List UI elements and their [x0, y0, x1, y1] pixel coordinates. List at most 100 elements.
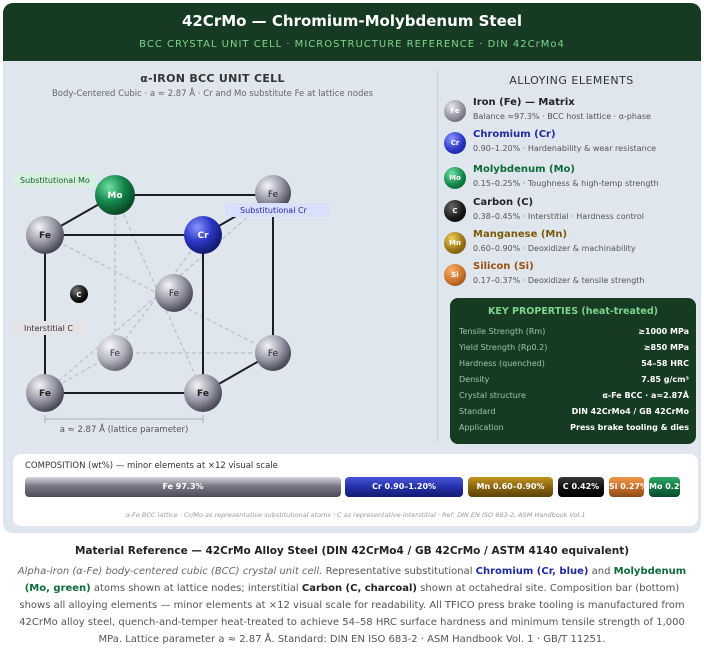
cr-atom-icon: Cr: [444, 132, 466, 154]
main-card: 42CrMo — Chromium-Molybdenum Steel BCC C…: [3, 3, 701, 533]
reference-molybdenum: Molybdenum (Mo, green): [24, 566, 687, 594]
label-interstitial-c: Interstitial C: [13, 321, 87, 335]
atom-fe-body-center: Fe: [155, 274, 193, 312]
property-value: DIN 42CrMo4 / GB 42CrMo: [571, 407, 689, 416]
atom-fe-front-bottom-right: Fe: [184, 374, 222, 412]
atom-mo: Mo: [95, 175, 135, 215]
reference-carbon: Carbon (C, charcoal): [301, 583, 417, 594]
reference-text: atoms shown at lattice nodes; interstiti…: [90, 583, 302, 594]
property-label: Yield Strength (Rp0.2): [459, 343, 548, 352]
composition-segment-mn: Mn 0.60–0.90%: [468, 477, 553, 497]
property-label: Density: [459, 375, 490, 384]
element-name: Molybdenum (Mo): [473, 164, 575, 175]
composition-segment-c: C 0.42%: [558, 477, 604, 497]
composition-panel: COMPOSITION (wt%) — minor elements at ×1…: [13, 454, 698, 526]
property-label: Application: [459, 423, 504, 432]
label-substitutional-mo: Substitutional Mo: [15, 173, 95, 187]
property-value: Press brake tooling & dies: [570, 423, 689, 432]
c-atom-icon: C: [444, 200, 466, 222]
svg-text:Mo: Mo: [107, 191, 122, 201]
property-row: Yield Strength (Rp0.2) ≥850 MPa: [459, 341, 689, 357]
property-label: Crystal structure: [459, 391, 526, 400]
element-desc: 0.15–0.25% · Toughness & high-temp stren…: [473, 179, 659, 188]
svg-text:Fe: Fe: [169, 289, 180, 299]
mn-atom-icon: Mn: [444, 232, 466, 254]
svg-text:Cr: Cr: [197, 231, 209, 241]
reference-text: shown at octahedral site. Composition ba…: [19, 583, 685, 645]
element-fe: Fe Iron (Fe) — Matrix Balance ≈97.3% · B…: [444, 96, 699, 126]
svg-text:Fe: Fe: [110, 349, 121, 359]
element-si: Si Silicon (Si) 0.17–0.37% · Deoxidizer …: [444, 260, 699, 290]
svg-text:Fe: Fe: [39, 389, 51, 399]
reference-chromium: Chromium (Cr, blue): [475, 566, 589, 577]
element-cr: Cr Chromium (Cr) 0.90–1.20% · Hardenabil…: [444, 128, 699, 158]
element-name: Silicon (Si): [473, 261, 534, 272]
property-value: α-Fe BCC · a≈2.87Å: [602, 391, 689, 400]
element-desc: 0.17–0.37% · Deoxidizer & tensile streng…: [473, 276, 645, 285]
reference-intro: Alpha-iron (α-Fe) body-centered cubic (B…: [17, 566, 323, 577]
property-row: Density 7.85 g/cm³: [459, 373, 689, 389]
label-substitutional-cr: Substitutional Cr: [225, 203, 330, 217]
composition-segment-cr: Cr 0.90–1.20%: [345, 477, 463, 497]
composition-segment-si: Si 0.27%: [609, 477, 644, 497]
element-desc: 0.90–1.20% · Hardenability & wear resist…: [473, 144, 657, 153]
property-row: Standard DIN 42CrMo4 / GB 42CrMo: [459, 405, 689, 421]
property-label: Tensile Strength (Rm): [459, 327, 546, 336]
composition-segment-mo: Mo 0.2%: [649, 477, 680, 497]
panel-divider: [437, 70, 438, 442]
diagram-title: α-IRON BCC UNIT CELL: [140, 72, 285, 85]
key-properties-title: KEY PROPERTIES (heat-treated): [487, 306, 659, 317]
svg-text:Interstitial C: Interstitial C: [24, 324, 73, 333]
svg-text:Substitutional Mo: Substitutional Mo: [20, 176, 90, 185]
svg-text:Fe: Fe: [197, 389, 209, 399]
si-atom-icon: Si: [444, 264, 466, 286]
svg-text:Fe: Fe: [268, 349, 279, 359]
property-value: ≥850 MPa: [643, 343, 689, 352]
atom-fe-back-right-top: Fe: [255, 175, 291, 211]
element-mo: Mo Molybdenum (Mo) 0.15–0.25% · Toughnes…: [444, 163, 699, 193]
element-desc: Balance ≈97.3% · BCC host lattice · α-ph…: [473, 112, 651, 121]
composition-title: COMPOSITION (wt%) — minor elements at ×1…: [25, 461, 278, 471]
svg-text:Fe: Fe: [268, 190, 279, 200]
property-value: 54–58 HRC: [641, 359, 689, 368]
property-value: ≥1000 MPa: [638, 327, 689, 336]
svg-text:Fe: Fe: [39, 231, 51, 241]
mo-atom-icon: Mo: [444, 167, 466, 189]
atom-fe-front-top-left: Fe: [26, 216, 64, 254]
svg-text:C: C: [76, 291, 81, 299]
key-properties-panel: KEY PROPERTIES (heat-treated) Tensile St…: [450, 298, 696, 444]
composition-note: α-Fe BCC lattice · Cr/Mo as representati…: [125, 511, 586, 519]
property-label: Hardness (quenched): [459, 359, 545, 368]
element-name: Manganese (Mn): [473, 229, 568, 240]
property-row: Tensile Strength (Rm) ≥1000 MPa: [459, 325, 689, 341]
element-desc: 0.38–0.45% · Interstitial · Hardness con…: [473, 212, 645, 221]
element-c: C Carbon (C) 0.38–0.45% · Interstitial ·…: [444, 196, 699, 226]
page-title: 42CrMo — Chromium-Molybdenum Steel: [181, 12, 523, 30]
atom-c-interstitial: C: [70, 285, 88, 303]
element-name: Carbon (C): [473, 197, 534, 208]
reference-title: Material Reference — 42CrMo Alloy Steel …: [74, 545, 630, 557]
property-row: Hardness (quenched) 54–58 HRC: [459, 357, 689, 373]
alloying-elements-title: ALLOYING ELEMENTS: [509, 74, 634, 87]
atom-fe-back-bottom: Fe: [97, 335, 133, 371]
element-desc: 0.60–0.90% · Deoxidizer & machinability: [473, 244, 636, 253]
property-value: 7.85 g/cm³: [641, 375, 689, 384]
atom-fe-back-right-bottom: Fe: [255, 335, 291, 371]
property-row: Crystal structure α-Fe BCC · a≈2.87Å: [459, 389, 689, 405]
element-mn: Mn Manganese (Mn) 0.60–0.90% · Deoxidize…: [444, 228, 699, 258]
fe-atom-icon: Fe: [444, 100, 466, 122]
property-row: Application Press brake tooling & dies: [459, 421, 689, 437]
svg-text:Substitutional Cr: Substitutional Cr: [240, 206, 308, 215]
dimension-lattice-parameter: a ≈ 2.87 Å (lattice parameter): [44, 415, 204, 435]
reference-body: Alpha-iron (α-Fe) body-centered cubic (B…: [14, 563, 690, 648]
atom-fe-front-bottom-left: Fe: [26, 374, 64, 412]
element-name: Iron (Fe) — Matrix: [473, 97, 575, 108]
reference-text: Representative substitutional: [322, 566, 476, 577]
reference-text: and: [588, 566, 614, 577]
atom-cr: Cr: [184, 216, 222, 254]
svg-text:a ≈ 2.87 Å (lattice parameter): a ≈ 2.87 Å (lattice parameter): [60, 423, 189, 435]
bcc-unit-cell-diagram: Fe Fe Fe Fe Mo Fe Cr Fe Fe C: [13, 173, 330, 435]
property-label: Standard: [459, 407, 496, 416]
header: 42CrMo — Chromium-Molybdenum Steel BCC C…: [3, 3, 701, 61]
page-subtitle: BCC CRYSTAL UNIT CELL · MICROSTRUCTURE R…: [139, 39, 565, 50]
